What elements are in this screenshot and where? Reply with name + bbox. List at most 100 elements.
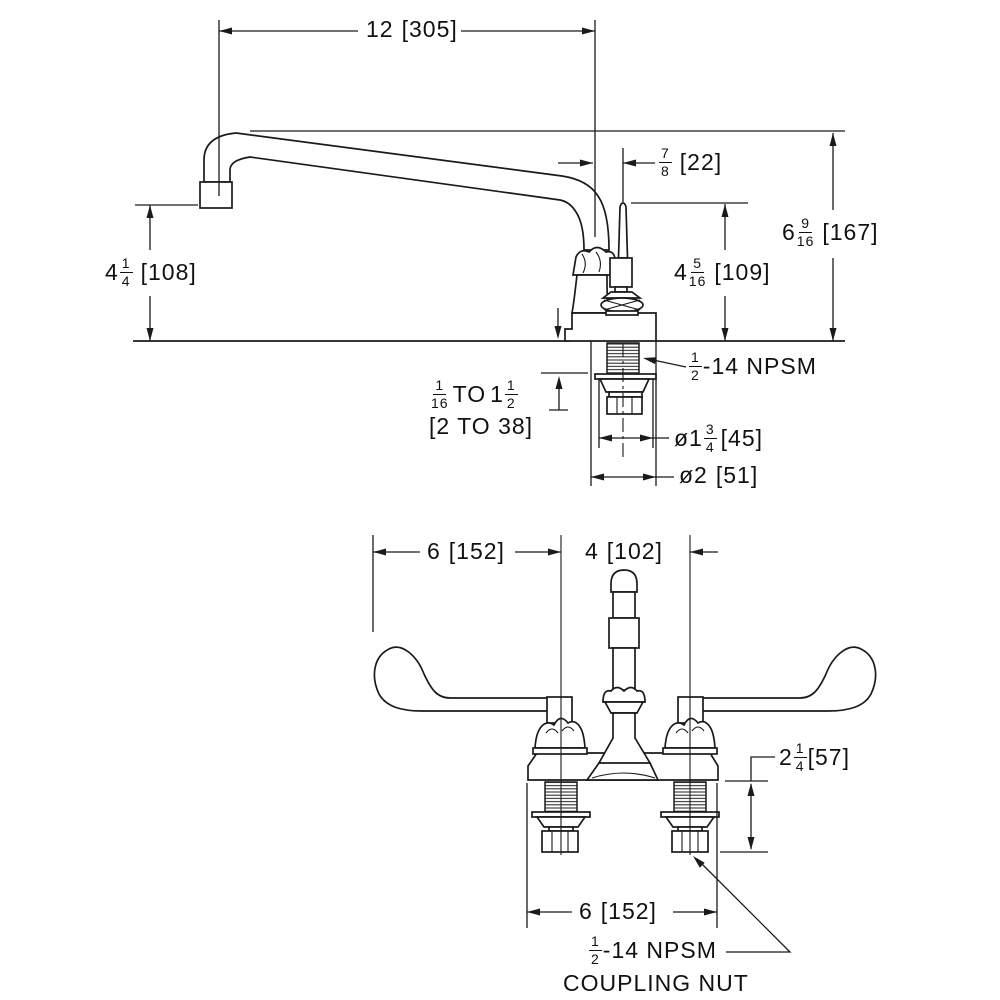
fraction-denominator: 4 [121,273,131,290]
nut-facets-side [616,397,633,414]
rod-base-ring [605,310,639,316]
spout-dome-cap [610,569,638,593]
dim-base-width-label: 6 [152] [576,899,660,924]
dim-mm: [305] [401,16,458,42]
dim-rod-height-label: 4 5 16 [109] [671,255,774,291]
dim-outlet-height-label: 4 1 4 [108] [102,255,200,291]
spout-block [608,617,640,649]
spout-shaft-lower [612,647,636,691]
dim-whole: 1 [490,381,504,408]
fraction-denominator: 2 [506,395,516,412]
riser-rod [617,202,629,259]
dim-mm: [102] [606,538,663,564]
fraction: 1 2 [689,349,702,384]
bonnet-detail-arcs [581,251,602,274]
handle-bonnet-side [571,246,618,276]
ext-lines-214 [720,780,768,853]
fraction-numerator: 9 [799,215,812,234]
front-view-drawing [372,535,877,953]
dim-mm: [152] [448,538,505,564]
deck-range-lower-arrow-line [549,388,568,411]
dim-mm: [2 TO 38] [429,413,534,439]
coupling-note-line2: COUPLING NUT [560,971,752,996]
dim-shank-dia-label: ø2 [51] [676,462,762,488]
dim-value: 12 [366,16,394,42]
fraction: 1 4 [793,740,807,775]
fraction-denominator: 16 [688,273,707,290]
right-nut-facets [681,831,699,852]
dim-spout-offset-label: 7 8 [22] [656,145,726,181]
deck-range-to: TO [452,381,487,408]
dia-prefix: ø1 [674,425,703,452]
fraction-numerator: 1 [589,933,602,952]
left-coupling-nut [541,830,579,853]
spout-collar-taper [603,701,645,714]
dim-mm: [109] [714,259,771,286]
dim-214-elbow [750,756,775,781]
fraction-numerator: 1 [793,740,807,759]
fraction-denominator: 8 [661,163,670,180]
ext-lines-6bottom [526,783,718,928]
washer-taper-side [598,378,651,393]
dim-mm: [167] [822,219,879,246]
dim-mm: [57] [807,744,850,771]
dim-handle-span-label: 6 [152] [424,539,508,564]
dim-mm: [152] [600,898,657,924]
escutcheon-arc [591,772,656,779]
dim-centers-label: 4 [102] [582,539,666,564]
fraction: 9 16 [797,215,815,249]
coupling-note-text: COUPLING NUT [563,970,749,996]
fraction-denominator: 4 [705,439,715,456]
dim-mm: [45] [720,425,764,452]
coupling-note-text: -14 NPSM [602,937,717,964]
fraction-numerator: 3 [703,421,717,440]
fraction-numerator: 7 [659,145,672,164]
dim-shank-length-label: 2 1 4 [57] [776,740,853,776]
dim-total-height-label: 6 9 16 [167] [779,215,882,251]
spout-tube [203,132,610,251]
left-wing-handle [373,646,554,712]
spout-collar-nut [602,686,646,703]
dim-whole: 4 [674,259,688,286]
fraction-numerator: 1 [689,349,702,368]
mixed-number: 1 1 2 [490,377,518,412]
dim-mm: [22] [679,149,723,176]
ball-knurl [603,299,641,311]
shank-centerlines-front [560,535,691,855]
mixed-number: 4 1 4 [105,255,133,290]
fraction-numerator: 1 [433,377,447,396]
fraction: 3 4 [703,421,717,456]
ext-lines-dia134 [598,379,654,448]
spout-shaft-upper [612,591,636,619]
side-view-drawing [133,20,845,486]
spout-trumpet [597,712,652,764]
left-bonnet-arcs [545,726,575,734]
right-bonnet-arcs [675,726,705,734]
fraction-denominator: 2 [591,951,600,968]
left-handle-flange [532,747,588,755]
dim-mm: [108] [140,259,197,286]
fraction-numerator: 1 [504,377,518,396]
dim-value: ø2 [679,462,708,488]
mixed-number: 4 5 16 [674,255,707,290]
deck-range-label-line2: [2 TO 38] [426,413,537,439]
deck-range-label-line1: 1 16 TO 1 1 2 [428,377,521,413]
fraction-denominator: 4 [795,758,805,775]
fraction-numerator: 5 [691,255,704,274]
fraction: 1 16 [431,377,449,411]
rod-bell [600,291,643,299]
spout-nozzle [199,181,233,209]
fraction: 1 4 [119,255,133,290]
dim-whole: 4 [105,259,119,286]
fraction: 1 2 [504,377,518,412]
coupling-note-line1: 1 2 -14 NPSM [586,933,720,969]
fraction: 5 16 [688,255,707,290]
fraction: 1 2 [589,933,602,968]
fraction: 7 8 [659,145,672,180]
dim-spout-reach-label: 12 [305] [363,17,461,42]
fraction-denominator: 2 [691,367,700,384]
dim-value: 4 [585,538,599,564]
mixed-number: 6 9 16 [782,215,815,249]
